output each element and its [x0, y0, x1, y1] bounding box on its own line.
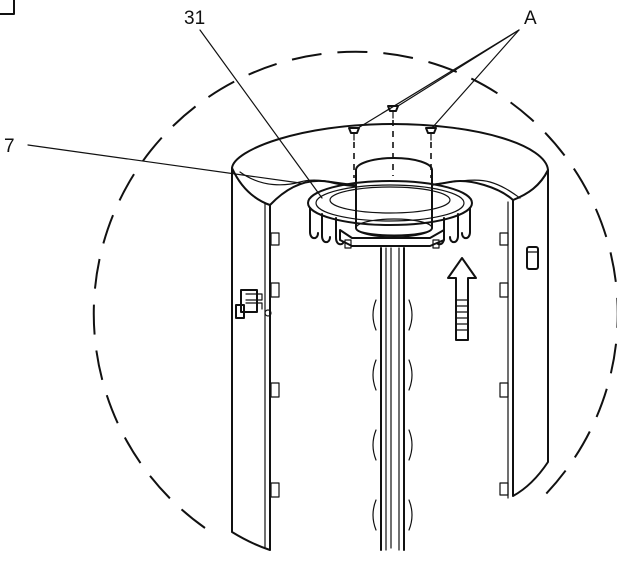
latch-clip	[235, 289, 272, 319]
vertical-rails	[372, 247, 413, 551]
leader-lines	[27, 29, 520, 199]
hook-ring-holder	[307, 180, 473, 249]
callout-a: A	[524, 8, 537, 29]
arrow-up-icon	[447, 257, 477, 341]
detail-circle	[92, 50, 617, 529]
callout-31: 31	[184, 8, 205, 29]
frame-corner	[0, 0, 15, 15]
left-shell-panel	[231, 167, 280, 551]
callout-7: 7	[4, 136, 15, 157]
right-shell-panel	[499, 169, 549, 499]
